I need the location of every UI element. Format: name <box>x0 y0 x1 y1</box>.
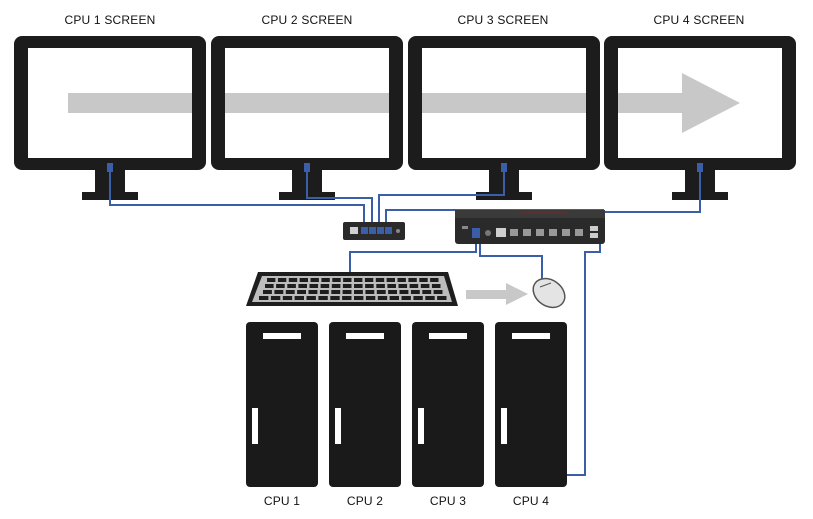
mouse <box>532 277 566 309</box>
keyboard-key <box>321 278 330 282</box>
keyboard-key <box>377 296 388 300</box>
keyboard-key <box>282 296 293 300</box>
keyboard-key <box>375 278 385 282</box>
keyboard-key <box>365 290 375 294</box>
kvm-switch <box>455 210 605 244</box>
keyboard-key <box>431 284 441 288</box>
keyboard-key <box>342 296 352 300</box>
keyboard-key <box>388 290 397 294</box>
keyboard-key <box>387 284 396 288</box>
cpu-label-1: CPU 1 <box>263 494 301 508</box>
keyboard-key <box>294 296 304 300</box>
screen-label-3: CPU 3 SCREEN <box>457 13 549 27</box>
keyboard-key <box>285 290 295 294</box>
keyboard-key <box>376 284 385 288</box>
keyboard-key <box>265 284 274 288</box>
keyboard-key <box>309 284 319 288</box>
keyboard-key <box>287 284 296 288</box>
keyboard-key <box>433 290 443 294</box>
keyboard-key <box>409 284 419 288</box>
keyboard-key <box>310 278 319 282</box>
cpu-tower-4 <box>495 322 567 487</box>
keyboard-key <box>398 284 408 288</box>
keyboard-key <box>319 290 329 294</box>
keyboard-key <box>425 296 435 300</box>
keyboard-key <box>397 278 406 282</box>
keyboard-key <box>354 278 363 282</box>
cpu-tower-1 <box>246 322 318 487</box>
keyboard-key <box>365 296 376 300</box>
keyboard-key <box>267 278 276 282</box>
keyboard-key <box>408 278 417 282</box>
cpu-tower-2 <box>329 322 401 487</box>
keyboard-key <box>342 290 352 294</box>
screen-label-4: CPU 4 SCREEN <box>653 13 745 27</box>
keyboard-key <box>401 296 411 300</box>
keyboard-key <box>306 296 316 300</box>
keyboard-key <box>386 278 395 282</box>
keyboard-key <box>308 290 318 294</box>
keyboard-key <box>399 290 409 294</box>
keyboard-key <box>297 290 306 294</box>
screen-label-1: CPU 1 SCREEN <box>64 13 156 27</box>
screen-arrow <box>68 73 740 133</box>
keyboard-key <box>420 284 430 288</box>
keyboard-key <box>277 278 287 282</box>
cpu-label-2: CPU 2 <box>346 494 384 508</box>
keyboard-key <box>354 284 363 288</box>
keyboard-key <box>430 278 439 282</box>
keyboard-key <box>410 290 420 294</box>
keyboard-key <box>298 284 307 288</box>
keyboard <box>246 272 458 306</box>
keyboard-key <box>389 296 399 300</box>
keyboard-key <box>276 284 285 288</box>
screen-label-2: CPU 2 SCREEN <box>261 13 353 27</box>
keyboard-key <box>376 290 386 294</box>
keyboard-key <box>365 284 374 288</box>
video-splitter <box>343 222 405 240</box>
peripheral-cables <box>349 244 601 476</box>
keyboard-key <box>413 296 423 300</box>
keyboard-key <box>330 296 340 300</box>
keyboard-key <box>331 284 341 288</box>
keyboard-key <box>320 284 330 288</box>
keyboard-key <box>364 278 374 282</box>
monitor-cables <box>109 172 701 222</box>
keyboard-key <box>332 278 341 282</box>
keyboard-key <box>422 290 432 294</box>
cpu-label-4: CPU 4 <box>512 494 550 508</box>
keyboard-key <box>354 296 364 300</box>
keyboard-key <box>437 296 447 300</box>
keyboard-key <box>263 290 272 294</box>
keyboard-key <box>288 278 298 282</box>
keyboard-key <box>419 278 428 282</box>
cpu-label-3: CPU 3 <box>429 494 467 508</box>
cpu-tower-3 <box>412 322 484 487</box>
keyboard-key <box>259 296 269 300</box>
keyboard-key <box>270 296 281 300</box>
keyboard-key <box>299 278 308 282</box>
keyboard-key <box>331 290 341 294</box>
keyboard-key <box>343 278 352 282</box>
keyboard-key <box>318 296 328 300</box>
keyboard-key <box>342 284 352 288</box>
keyboard-key <box>274 290 284 294</box>
keyboard-key <box>354 290 363 294</box>
mouse-arrow <box>466 283 528 305</box>
